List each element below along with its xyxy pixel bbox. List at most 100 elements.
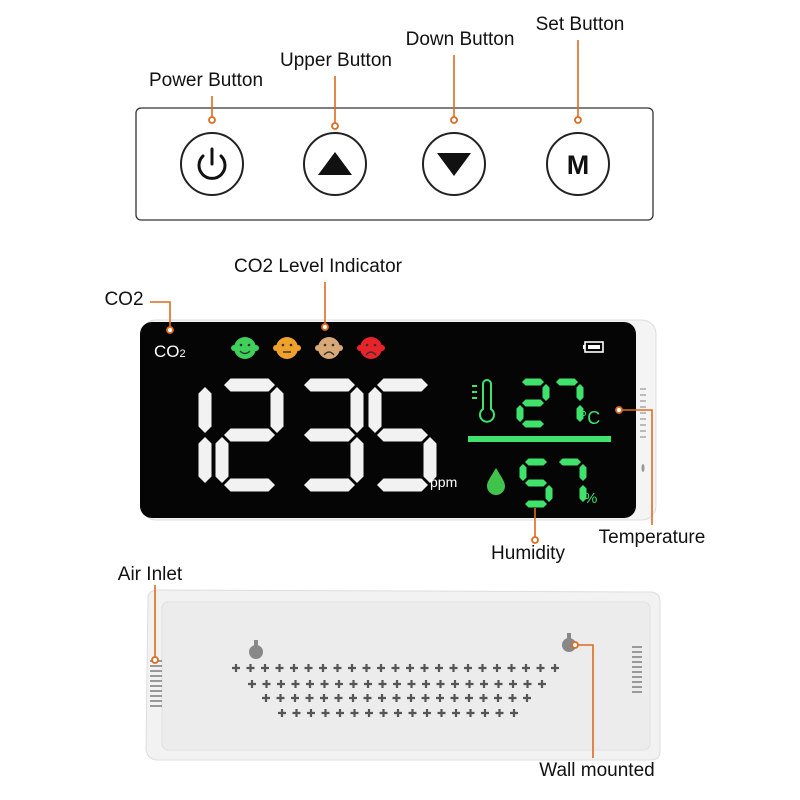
vent-hole (290, 664, 298, 672)
co2-digit (215, 378, 284, 492)
vent-holes (232, 664, 559, 717)
vent-hole (464, 664, 472, 672)
co2-unit: ppm (430, 474, 457, 490)
segment-b (542, 384, 550, 401)
segment-b (576, 384, 584, 401)
air-inlet-vent-right (632, 646, 642, 693)
segment-a (224, 378, 275, 392)
vent-slot (150, 670, 162, 672)
vent-hole (449, 664, 458, 672)
vent-hole (307, 709, 315, 717)
down-button[interactable] (422, 132, 486, 196)
vent-hole (379, 709, 388, 717)
label-power-button: Power Button (148, 70, 264, 91)
segment-d (377, 478, 428, 492)
vent-hole (394, 709, 402, 717)
vent-hole (378, 694, 386, 702)
vent-hole (465, 680, 474, 688)
segment-a (525, 458, 547, 466)
segment-c (579, 485, 587, 502)
vent-hole (292, 709, 301, 717)
segment-a (377, 378, 428, 392)
vent-hole (334, 694, 343, 702)
vent-slot (632, 646, 642, 648)
vent-hole (378, 680, 387, 688)
upper-button[interactable] (303, 132, 367, 196)
vent-hole (423, 709, 431, 717)
vent-hole (435, 664, 443, 672)
segment-d (522, 420, 544, 428)
vent-hole (291, 694, 299, 702)
vent-hole (321, 709, 330, 717)
segment-c (576, 405, 584, 422)
vent-hole (494, 680, 503, 688)
keyhole-left (249, 640, 263, 659)
co2-value-digits (198, 378, 437, 492)
humidity-value-digits (519, 458, 587, 508)
triangle-down-icon (437, 153, 471, 176)
side-vent (640, 388, 646, 438)
vent-hole (392, 694, 401, 702)
humidity-digit (519, 458, 553, 508)
segment-f (368, 387, 382, 433)
segment-c (350, 437, 364, 483)
vent-hole (377, 664, 385, 672)
leader-dot-wall-mounted (571, 641, 579, 649)
co2-digit (198, 387, 212, 483)
vent-slot (150, 705, 162, 707)
vent-hole (551, 664, 559, 672)
segment-g (304, 428, 355, 442)
segment-g (224, 428, 275, 442)
humidity-digit (559, 458, 587, 502)
vent-hole (320, 680, 329, 688)
segment-g (525, 479, 547, 487)
vent-hole (277, 680, 285, 688)
vent-hole (362, 664, 371, 672)
vent-hole (508, 694, 517, 702)
segment-f (519, 464, 527, 481)
vent-hole (494, 694, 502, 702)
display-divider (468, 436, 611, 442)
vent-hole (349, 694, 357, 702)
vent-hole (420, 664, 429, 672)
vent-hole (291, 680, 300, 688)
vent-slot (150, 680, 162, 682)
vent-hole (320, 694, 328, 702)
leader-dot-humidity (531, 536, 539, 544)
segment-a (304, 378, 355, 392)
vent-hole (451, 680, 459, 688)
vent-slot (632, 666, 642, 668)
segment-a (556, 378, 578, 386)
label-humidity: Humidity (491, 543, 565, 564)
power-button[interactable] (180, 132, 244, 196)
vent-hole (304, 664, 313, 672)
vent-hole (493, 664, 501, 672)
segment-b (198, 387, 212, 433)
vent-slot (150, 665, 162, 667)
segment-b (350, 387, 364, 433)
keyhole-right (562, 633, 576, 652)
vent-hole (278, 709, 286, 717)
vent-slot (150, 675, 162, 677)
vent-hole (437, 709, 446, 717)
vent-hole (450, 694, 459, 702)
label-down-button: Down Button (405, 29, 515, 50)
vent-hole (261, 664, 269, 672)
label-wall-mounted: Wall mounted (539, 760, 655, 781)
segment-a (559, 458, 581, 466)
vent-slot (632, 691, 642, 693)
vent-hole (262, 694, 270, 702)
vent-slot (150, 695, 162, 697)
back-device (145, 589, 661, 761)
vent-hole (436, 694, 444, 702)
label-co2: CO2 (104, 289, 144, 310)
leader-line-wall-mounted (575, 644, 594, 758)
segment-c (198, 437, 212, 483)
vent-hole (306, 680, 314, 688)
face-sad-icon (315, 337, 343, 359)
temperature-digit (556, 378, 584, 422)
label-air-inlet: Air Inlet (117, 564, 183, 585)
set-button-glyph: M (567, 150, 590, 180)
set-button[interactable]: M (546, 132, 610, 196)
